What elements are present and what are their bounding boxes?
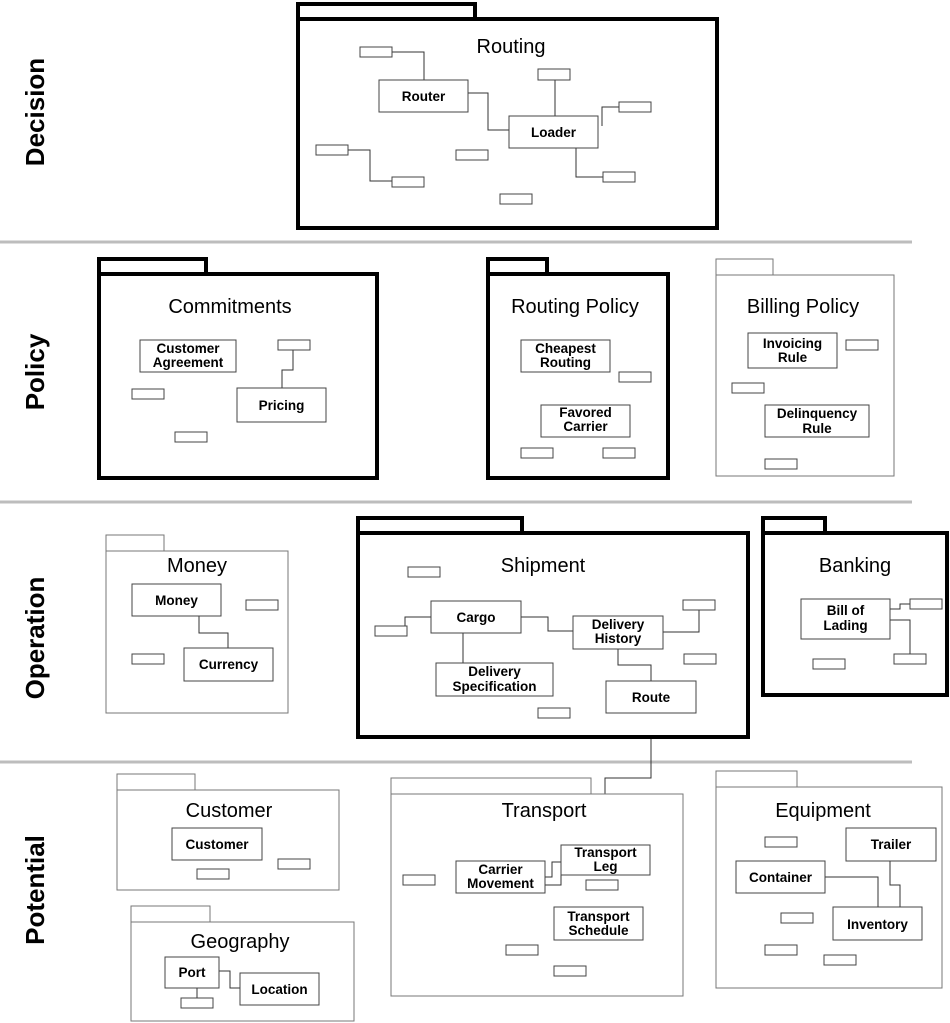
class-delinquency-rule: Delinquency Rule bbox=[764, 404, 870, 438]
class-inventory: Inventory bbox=[832, 906, 923, 941]
svg-text:Delivery: Delivery bbox=[592, 617, 645, 632]
class-delivery-specification: Delivery Specification bbox=[435, 662, 554, 697]
svg-text:Movement: Movement bbox=[467, 876, 534, 891]
class-route: Route bbox=[605, 680, 697, 714]
svg-text:Loader: Loader bbox=[531, 125, 577, 140]
svg-text:Transport: Transport bbox=[574, 845, 637, 860]
package-equipment: Equipment Container Trailer Inventory bbox=[715, 770, 943, 989]
package-title-banking: Banking bbox=[819, 555, 891, 577]
svg-text:Carrier: Carrier bbox=[478, 862, 523, 877]
package-title-shipment: Shipment bbox=[501, 555, 586, 577]
svg-text:Customer: Customer bbox=[185, 837, 249, 852]
layer-label-operation: Operation bbox=[20, 577, 50, 700]
class-container: Container bbox=[735, 860, 826, 894]
svg-text:Bill of: Bill of bbox=[827, 603, 865, 618]
class-delivery-history: Delivery History bbox=[572, 615, 664, 650]
svg-text:Invoicing: Invoicing bbox=[763, 336, 822, 351]
class-cheapest-routing: Cheapest Routing bbox=[520, 339, 611, 373]
svg-text:Delinquency: Delinquency bbox=[777, 406, 858, 421]
svg-text:Currency: Currency bbox=[199, 657, 259, 672]
svg-text:Agreement: Agreement bbox=[153, 355, 224, 370]
svg-text:Route: Route bbox=[632, 690, 671, 705]
class-port: Port bbox=[164, 956, 220, 989]
class-bill-of-lading: Bill of Lading bbox=[800, 598, 891, 640]
svg-text:Favored: Favored bbox=[559, 405, 612, 420]
package-title-customer: Customer bbox=[186, 800, 273, 822]
svg-text:Location: Location bbox=[251, 982, 307, 997]
svg-text:Rule: Rule bbox=[778, 350, 808, 365]
package-billing-policy: Billing Policy Invoicing Rule Delinquenc… bbox=[715, 258, 895, 477]
package-money: Money Money Currency bbox=[105, 534, 289, 714]
svg-text:Customer: Customer bbox=[156, 341, 220, 356]
package-routing-policy: Routing Policy Cheapest Routing Favored … bbox=[486, 257, 670, 480]
package-title-billing-policy: Billing Policy bbox=[747, 296, 859, 318]
svg-text:Lading: Lading bbox=[823, 618, 867, 633]
svg-text:Money: Money bbox=[155, 593, 198, 608]
svg-text:Delivery: Delivery bbox=[468, 664, 521, 679]
package-commitments: Commitments Customer Agreement Pricing bbox=[97, 257, 379, 480]
svg-text:Specification: Specification bbox=[452, 679, 536, 694]
class-cargo: Cargo bbox=[430, 600, 522, 634]
svg-text:Pricing: Pricing bbox=[259, 398, 305, 413]
svg-text:Inventory: Inventory bbox=[847, 917, 908, 932]
layer-label-policy: Policy bbox=[20, 333, 50, 410]
svg-text:Schedule: Schedule bbox=[568, 923, 629, 938]
svg-text:Cargo: Cargo bbox=[456, 610, 495, 625]
package-title-commitments: Commitments bbox=[168, 296, 291, 318]
layer-label-decision: Decision bbox=[20, 58, 50, 166]
svg-text:Transport: Transport bbox=[567, 909, 630, 924]
package-shipment: Shipment Cargo Delivery History Delivery… bbox=[356, 516, 750, 739]
svg-text:Cheapest: Cheapest bbox=[535, 341, 596, 356]
svg-text:Router: Router bbox=[402, 89, 446, 104]
class-transport-leg: Transport Leg bbox=[560, 844, 651, 876]
class-carrier-movement: Carrier Movement bbox=[455, 860, 546, 894]
class-customer: Customer bbox=[171, 827, 263, 861]
layer-label-potential: Potential bbox=[20, 835, 50, 945]
svg-text:Rule: Rule bbox=[802, 421, 832, 436]
class-router: Router bbox=[378, 79, 469, 113]
svg-text:History: History bbox=[595, 631, 642, 646]
class-pricing: Pricing bbox=[236, 387, 327, 423]
package-title-money: Money bbox=[167, 555, 227, 577]
class-transport-schedule: Transport Schedule bbox=[553, 906, 644, 941]
package-title-geography: Geography bbox=[191, 931, 290, 953]
svg-text:Routing: Routing bbox=[540, 355, 591, 370]
class-trailer: Trailer bbox=[845, 827, 937, 862]
svg-text:Trailer: Trailer bbox=[871, 837, 912, 852]
class-location: Location bbox=[239, 972, 320, 1006]
class-customer-agreement: Customer Agreement bbox=[139, 339, 237, 373]
class-loader: Loader bbox=[508, 115, 599, 149]
package-title-routing-policy: Routing Policy bbox=[511, 296, 639, 318]
svg-text:Container: Container bbox=[749, 870, 813, 885]
package-customer: Customer Customer bbox=[116, 773, 340, 891]
svg-text:Carrier: Carrier bbox=[563, 419, 608, 434]
package-transport: Transport Carrier Movement Transport Leg… bbox=[390, 777, 684, 997]
class-favored-carrier: Favored Carrier bbox=[540, 404, 631, 438]
class-money: Money bbox=[131, 583, 222, 617]
package-geography: Geography Port Location bbox=[130, 905, 355, 1022]
package-title-equipment: Equipment bbox=[775, 800, 871, 822]
package-title-routing: Routing bbox=[477, 36, 546, 58]
class-currency: Currency bbox=[183, 647, 274, 682]
package-title-transport: Transport bbox=[502, 800, 587, 822]
svg-text:Port: Port bbox=[179, 965, 207, 980]
svg-text:Leg: Leg bbox=[593, 859, 617, 874]
package-routing: Routing Router Loader bbox=[296, 2, 719, 230]
package-banking: Banking Bill of Lading bbox=[761, 516, 949, 697]
class-invoicing-rule: Invoicing Rule bbox=[747, 332, 838, 369]
